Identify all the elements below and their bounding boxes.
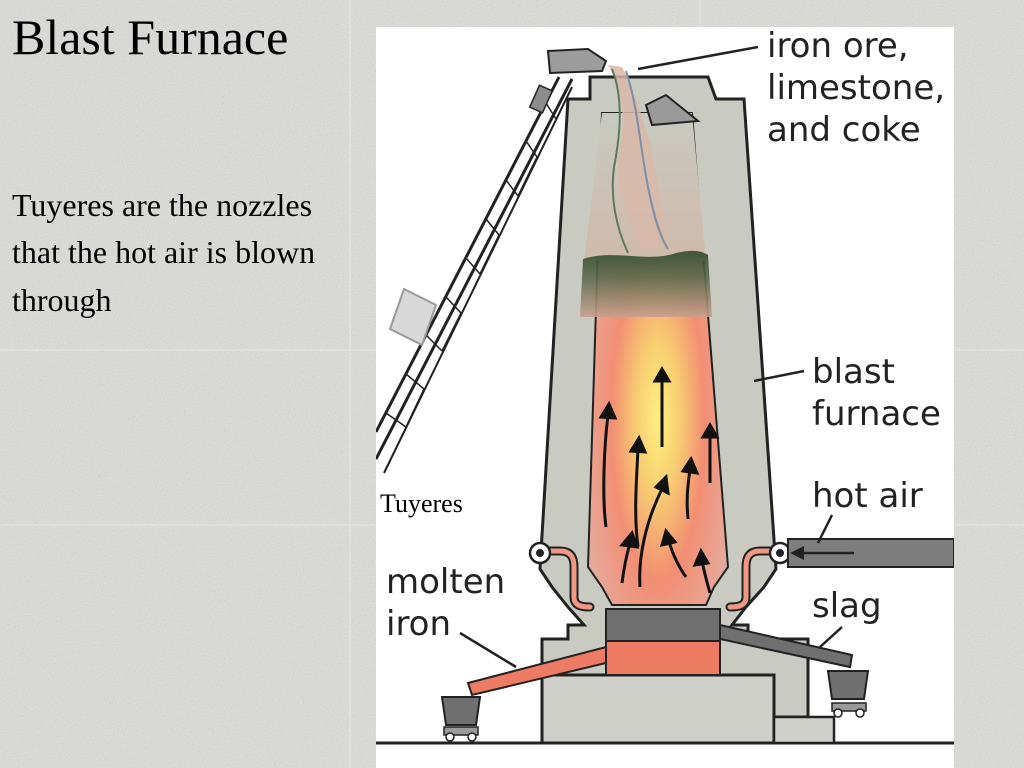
blast-furnace-diagram: iron ore, limestone, and coke blast furn…: [376, 27, 954, 768]
iron-ladle-car: [440, 696, 482, 742]
hot-air-pipe: [787, 538, 954, 568]
slag-runner: [719, 623, 854, 669]
leader-lines: [459, 45, 843, 669]
label-slag: slag: [812, 586, 882, 626]
label-iron-line1: molten: [386, 562, 505, 602]
label-ore-line2: limestone,: [767, 68, 945, 108]
top-hopper: [528, 47, 608, 114]
molten-iron-pool: [605, 640, 721, 676]
label-furnace-line1: blast: [812, 352, 895, 392]
right-tuyere: [725, 541, 792, 612]
left-tuyere: [528, 541, 595, 612]
label-tuyeres: Tuyeres: [378, 489, 465, 519]
label-iron-line2: iron: [386, 604, 451, 644]
slag-ladle-car: [826, 670, 870, 718]
slide-title: Blast Furnace: [12, 9, 289, 65]
skip-hoist-conveyor: [376, 76, 574, 474]
label-ore-line1: iron ore,: [767, 27, 909, 66]
label-hot-air: hot air: [812, 476, 923, 516]
label-furnace-line2: furnace: [812, 394, 941, 434]
slag-layer: [605, 608, 721, 642]
charge-stream: [608, 65, 668, 249]
furnace-svg: iron ore, limestone, and coke blast furn…: [376, 27, 954, 745]
furnace-base: [540, 673, 776, 745]
label-ore-line3: and coke: [767, 110, 921, 150]
coke-layer: [580, 250, 712, 317]
hot-gas-arrows: [598, 366, 720, 594]
skip-car: [388, 287, 438, 347]
slide-body-text: Tuyeres are the nozzles that the hot air…: [12, 187, 316, 318]
base-step-right: [772, 715, 836, 745]
iron-runner: [466, 645, 607, 697]
distributor-cone: [644, 93, 701, 127]
